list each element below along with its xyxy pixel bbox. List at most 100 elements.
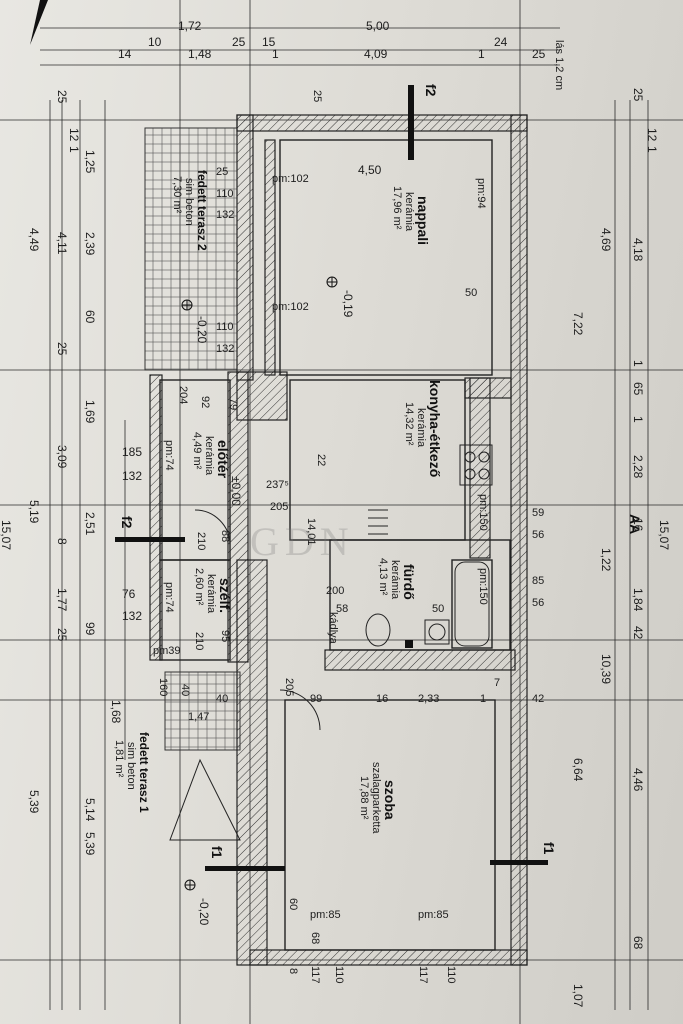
room-szoba: szoba szalagparketta 17,88 m²	[358, 762, 398, 834]
dim: 4,18	[631, 238, 645, 262]
level-marker-icon	[184, 879, 196, 891]
bathtub	[454, 561, 490, 647]
label: 59	[532, 507, 544, 519]
room-floor: kerámia	[205, 574, 217, 614]
label: 25	[216, 166, 228, 178]
dim: 5,39	[27, 790, 41, 814]
label: 110	[216, 321, 234, 333]
label: 79	[227, 398, 239, 410]
top-dim: 24	[494, 35, 508, 49]
top-dim: 14	[118, 47, 132, 61]
label: pm:74	[163, 440, 175, 471]
dim: 1	[67, 146, 81, 153]
level-marker-icon	[326, 276, 338, 288]
label: pm:85	[418, 909, 449, 921]
dim: 42	[631, 626, 645, 640]
label: 22	[315, 454, 327, 466]
dim: 2,39	[83, 232, 97, 256]
label: 99	[310, 693, 322, 705]
room-nappali: nappali kerámia 17,96 m²	[391, 186, 431, 245]
label: 2,33	[418, 693, 439, 705]
level-value: -0,20	[197, 898, 211, 926]
room-area: 2,60 m²	[193, 568, 205, 606]
dim: 1,22	[599, 548, 613, 572]
door-arc	[194, 509, 231, 546]
dim: 25	[55, 342, 69, 356]
label: pm:102	[272, 301, 309, 313]
right-dims-inner: 25 12 1 4,18 1 65 1 2,28 16 1,84 42 4,46…	[631, 88, 659, 950]
label: 50	[432, 603, 444, 615]
entry-ramp	[169, 758, 241, 841]
dim: 25	[631, 88, 645, 102]
label: pm:94	[475, 178, 487, 209]
room-name: előtér	[215, 440, 231, 479]
top-dim: 1,72	[178, 19, 202, 33]
dim: 15,07	[657, 520, 671, 550]
top-dim: 1,48	[188, 47, 212, 61]
dim: 15,07	[0, 520, 13, 550]
dim: 25	[55, 628, 69, 642]
room-area: 17,96 m²	[391, 186, 403, 230]
label: 210	[193, 632, 205, 650]
label: 25	[311, 90, 323, 102]
drain-mark	[405, 640, 413, 648]
section-line	[205, 866, 285, 871]
dim: 4,69	[599, 228, 613, 252]
room-terasz2: fedett terasz 2 sim beton 7,30 m²	[171, 170, 209, 251]
label: 50	[465, 287, 477, 299]
top-dim: 1	[272, 47, 279, 61]
label: 237⁵	[266, 479, 289, 491]
right-dims-outer: 4,69 7,22 1,22 10,39 6,64 1,07 15,07	[571, 228, 671, 1008]
level-marker-icon	[181, 299, 193, 311]
room-floor: sim beton	[125, 742, 137, 790]
dim: 68	[631, 936, 645, 950]
label: 7	[494, 677, 500, 689]
dim: 99	[83, 622, 97, 636]
label: pm:150	[477, 494, 489, 531]
top-dim: 4,09	[364, 47, 388, 61]
stairs	[368, 509, 388, 535]
left-dims-col2: 4,49 5,19 15,07 5,39	[0, 228, 41, 814]
room-name: nappali	[415, 196, 431, 245]
dim: 5,14	[83, 798, 97, 822]
room-furdo: fürdő kerámia 4,13 m²	[377, 558, 417, 600]
label: 110	[216, 188, 234, 200]
label: 40	[216, 693, 228, 705]
label: pm:150	[477, 568, 489, 605]
label: 16	[376, 693, 388, 705]
aa-mark: AA	[627, 514, 643, 534]
section-mark-label: f1	[209, 846, 225, 859]
section-line	[115, 537, 185, 542]
dim: 1	[645, 146, 659, 153]
dim: 8	[55, 538, 69, 545]
dim: 65	[631, 382, 645, 396]
room-area: 1,81 m²	[113, 740, 125, 778]
label: 132	[216, 343, 234, 355]
label: 95	[219, 630, 231, 642]
room-floor: szalagparketta	[370, 762, 382, 834]
section-line	[408, 85, 414, 160]
label: pm:102	[272, 173, 309, 185]
dim: 5,39	[83, 832, 97, 856]
label: pm39	[153, 645, 181, 657]
dim: 3,09	[55, 445, 69, 469]
dim: 2,51	[83, 512, 97, 536]
label: 58	[336, 603, 348, 615]
room-area: 4,13 m²	[377, 558, 389, 596]
scale-note: lás 1,2 cm	[553, 40, 565, 90]
dim: 1,07	[571, 984, 585, 1008]
dim: 1	[631, 416, 645, 423]
label: 117	[417, 966, 429, 984]
label: 210	[195, 532, 207, 550]
label: 1,47	[188, 711, 209, 723]
fixture-label: kádlya	[327, 612, 339, 645]
dim: 185	[122, 445, 142, 459]
dim: 5,19	[27, 500, 41, 524]
section-mark-label: f2	[423, 84, 439, 97]
label: pm:74	[163, 582, 175, 613]
watermark: GDN	[250, 519, 355, 564]
label: 117	[309, 966, 321, 984]
dim: 12	[645, 128, 659, 142]
